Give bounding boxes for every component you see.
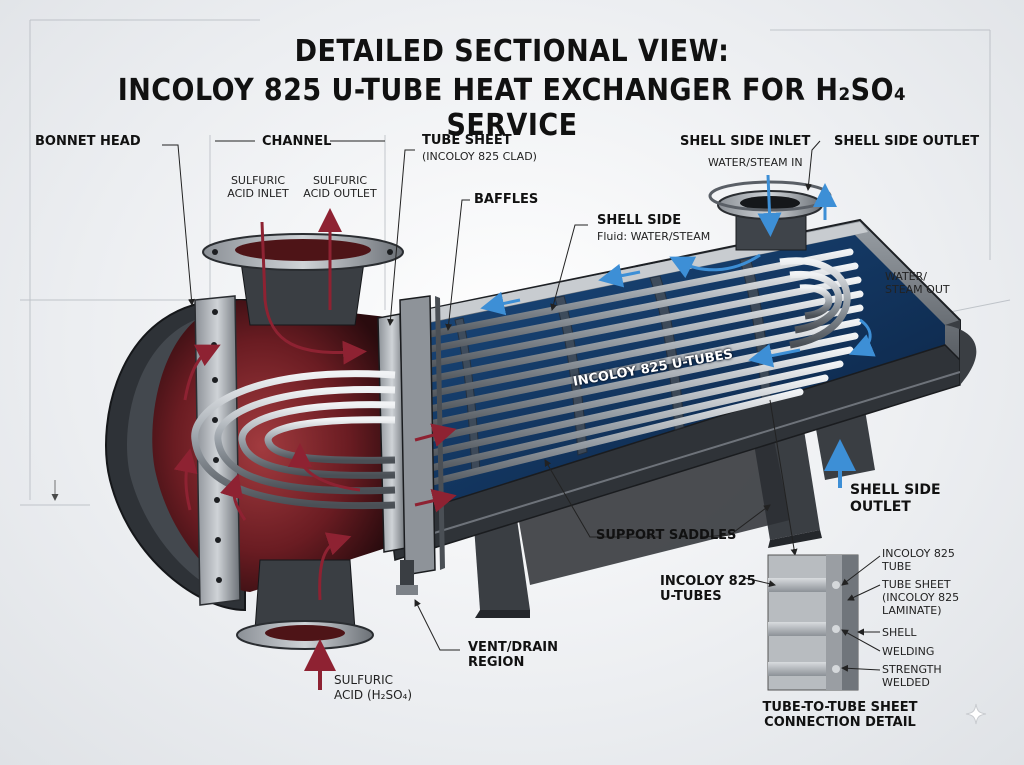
connection-detail-inset <box>744 554 881 691</box>
leader-lines <box>162 140 821 651</box>
label-shell-side-outlet-top: SHELL SIDE OUTLET <box>834 134 980 149</box>
callout-shell: SHELL <box>882 626 917 639</box>
label-support-saddles: SUPPORT SADDLES <box>596 528 737 543</box>
title-line-2: INCOLOY 825 U-TUBE HEAT EXCHANGER FOR H₂… <box>117 73 907 143</box>
vent-drain-nozzle <box>396 560 418 595</box>
label-tube-sheet: TUBE SHEET <box>422 133 512 148</box>
label-shell-side-inlet: SHELL SIDE INLET <box>680 134 811 149</box>
flange-bolts <box>211 249 393 583</box>
label-tube-sheet-note: (INCOLOY 825 CLAD) <box>422 150 537 163</box>
label-bonnet-head: BONNET HEAD <box>35 134 141 149</box>
label-shell-side-fluid: Fluid: WATER/STEAM <box>597 230 711 243</box>
straight-tube-bundle <box>396 248 864 494</box>
label-baffles: BAFFLES <box>474 192 539 207</box>
title-line-1: DETAILED SECTIONAL VIEW: <box>294 34 730 69</box>
label-water-steam-in: WATER/STEAM IN <box>708 156 803 169</box>
sparkle-icon <box>965 703 987 725</box>
callout-welding: WELDING <box>882 645 935 658</box>
water-flow-arrows <box>480 174 876 488</box>
label-shell-side: SHELL SIDE <box>597 213 682 228</box>
label-channel: CHANNEL <box>262 134 332 149</box>
label-water-steam-out: WATER/STEAM OUT <box>885 270 950 296</box>
acid-inlet-nozzle-bottom <box>236 559 374 650</box>
u-bends-right <box>779 257 851 349</box>
acid-flow-arrows <box>173 208 457 690</box>
acid-outlet-nozzle <box>202 233 404 326</box>
